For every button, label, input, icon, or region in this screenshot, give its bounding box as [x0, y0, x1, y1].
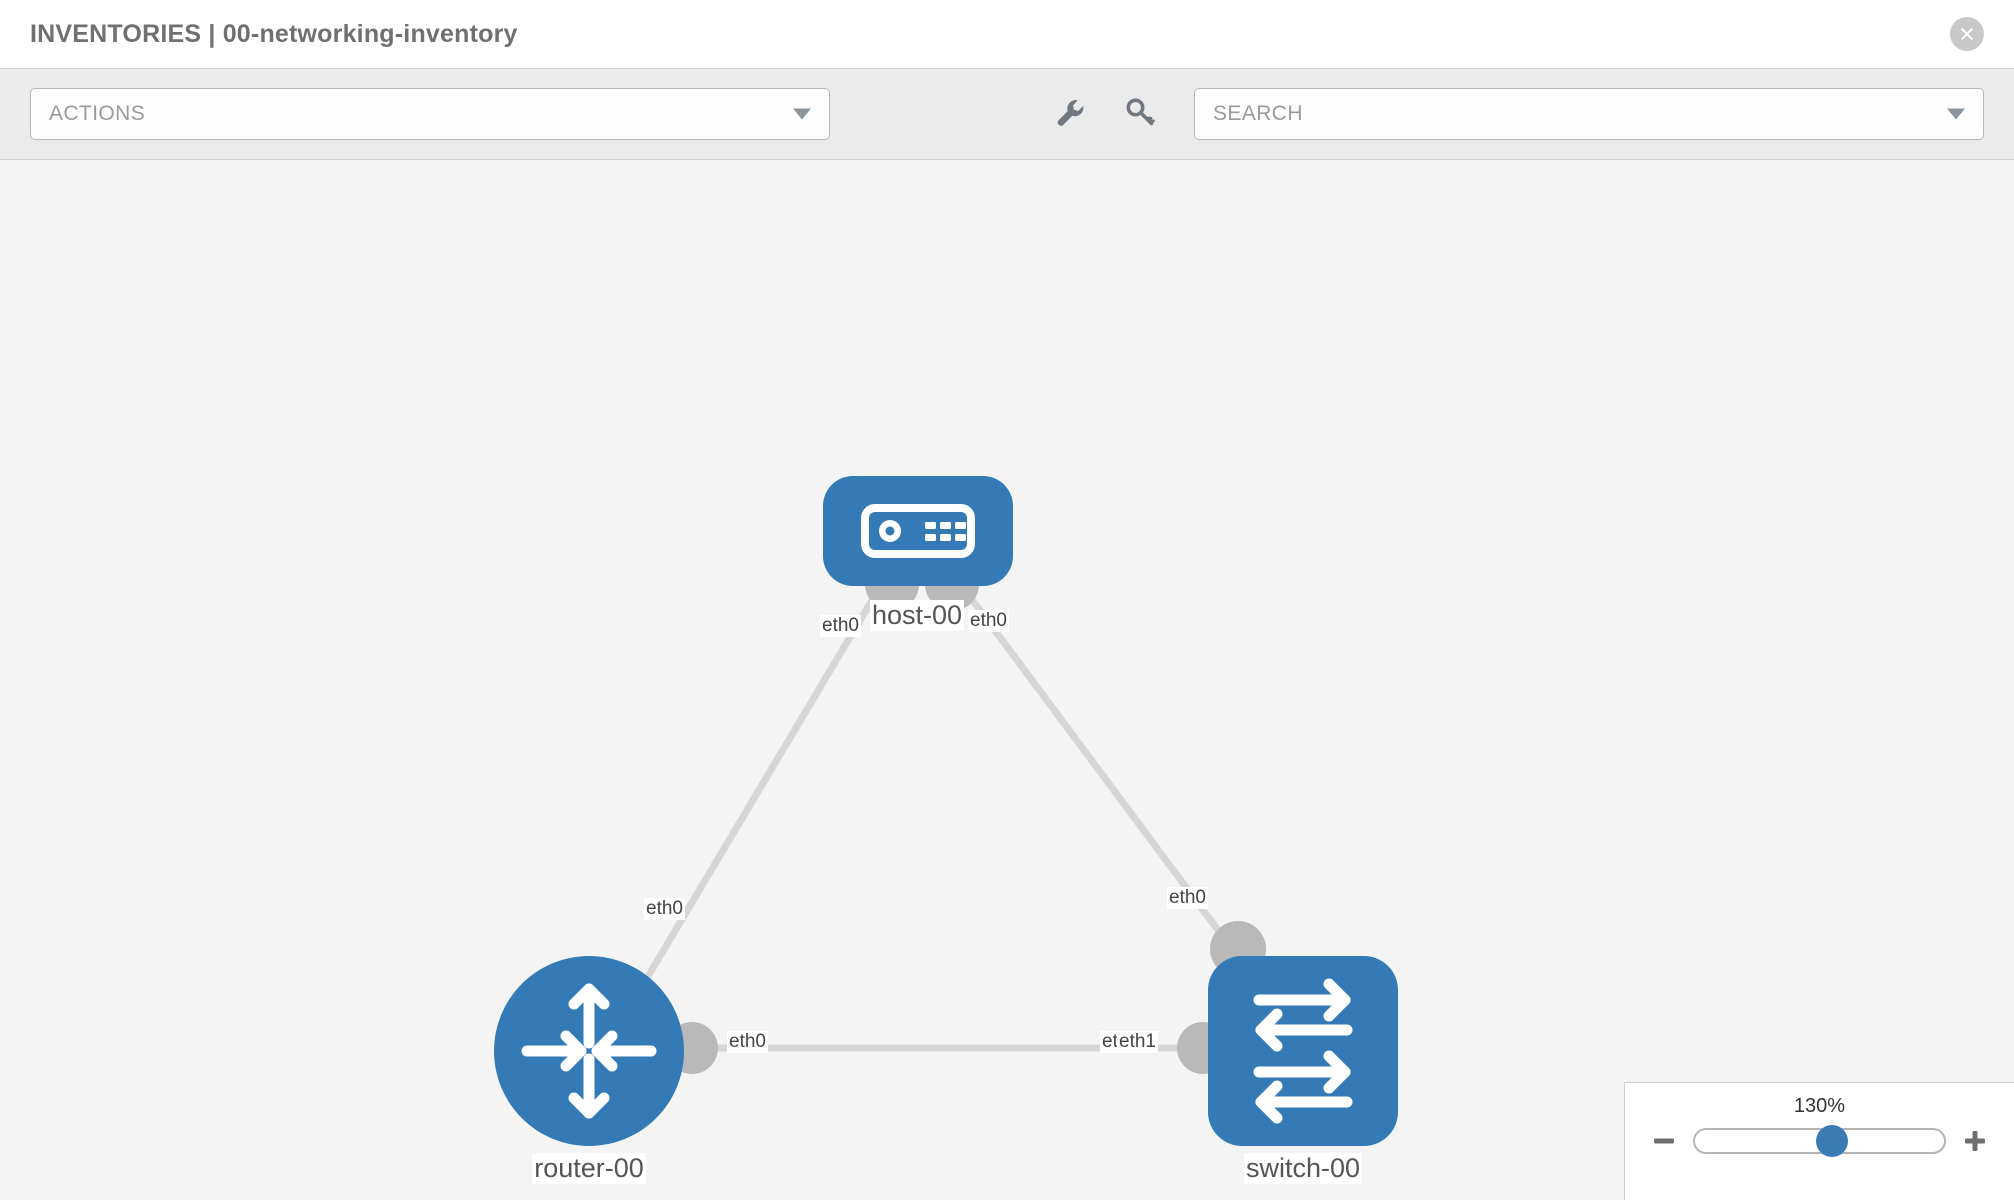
topology-ports [666, 557, 1266, 1074]
zoom-slider-thumb[interactable] [1815, 1125, 1848, 1157]
node-label-router-00: router-00 [532, 1153, 646, 1184]
breadcrumb: INVENTORIES | 00-networking-inventory [30, 19, 518, 48]
node-switch-00 [1208, 956, 1398, 1146]
chevron-down-icon [1947, 108, 1965, 120]
topology-canvas[interactable]: eth0 host-00 eth0 eth0 eth0 eth0 eth0 et… [0, 160, 2014, 1200]
toolbar-icon-group [1052, 94, 1158, 135]
chevron-down-icon [793, 108, 811, 120]
zoom-level-label: 130% [1793, 1095, 1846, 1117]
iface-label-switch-up: eth0 [1167, 887, 1208, 909]
zoom-slider-track[interactable] [1693, 1125, 1946, 1157]
search-input[interactable]: SEARCH [1194, 88, 1984, 140]
server-icon [861, 504, 975, 558]
topology-graph [494, 476, 1398, 1146]
link-host-router [621, 568, 894, 1017]
toolbar: ACTIONS SEARCH [0, 68, 2014, 160]
node-label-switch-00: switch-00 [1243, 1153, 1363, 1184]
switch-arrows-icon [1253, 978, 1353, 1124]
close-icon[interactable] [1950, 17, 1984, 51]
search-placeholder: SEARCH [1213, 102, 1303, 125]
actions-dropdown-label: ACTIONS [49, 102, 146, 125]
link-host-switch [947, 567, 1258, 983]
key-icon[interactable] [1122, 94, 1158, 135]
node-host-00 [823, 476, 1013, 586]
node-router-00 [494, 956, 684, 1146]
iface-label-router-right: eth0 [727, 1031, 768, 1053]
zoom-control: 130% [1624, 1082, 2014, 1200]
actions-dropdown[interactable]: ACTIONS [30, 88, 830, 140]
page-header: INVENTORIES | 00-networking-inventory [0, 0, 2014, 68]
iface-label-host-left: eth0 [820, 615, 861, 637]
topology-links [621, 567, 1258, 1052]
node-label-host-00: host-00 [869, 600, 965, 631]
zoom-in-button[interactable] [1962, 1128, 1988, 1154]
wrench-icon[interactable] [1052, 94, 1088, 135]
zoom-slider-row [1625, 1125, 2014, 1157]
zoom-out-button[interactable] [1651, 1128, 1677, 1154]
iface-label-host-right: eth0 [968, 610, 1009, 632]
router-arrows-icon [521, 983, 657, 1119]
iface-label-router-up: eth0 [644, 898, 685, 920]
iface-label-switch-left: eth1 [1117, 1031, 1158, 1053]
